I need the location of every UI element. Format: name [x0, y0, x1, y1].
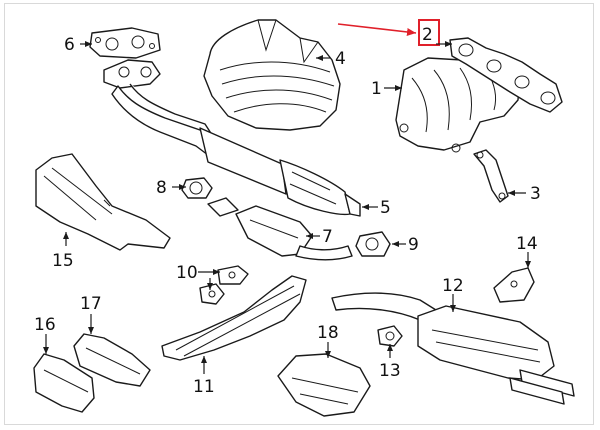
part-12-rear-muffler	[331, 292, 575, 405]
callout-13: 13	[379, 361, 401, 381]
callout-9: 9	[408, 235, 419, 255]
leader-lines	[43, 41, 531, 374]
callout-17: 17	[80, 294, 102, 314]
part-11-heat-shield	[161, 275, 307, 361]
callout-14: 14	[516, 234, 538, 254]
front-pipe-assembly	[103, 59, 221, 159]
part-18-heat-shield	[277, 353, 371, 417]
part-1-manifold	[395, 57, 521, 153]
callout-10: 10	[176, 263, 198, 283]
part-5-converter	[199, 127, 361, 217]
callout-6: 6	[64, 35, 75, 55]
callout-12: 12	[442, 276, 464, 296]
part-4-heat-shield	[203, 19, 341, 131]
callout-labels: 6 2 4 1 3 5 8 7 9 15 10 12 14 17 16 18 1…	[34, 25, 541, 397]
callout-5: 5	[380, 198, 391, 218]
callout-2: 2	[422, 25, 433, 45]
callout-15: 15	[52, 251, 74, 271]
part-3-bracket	[473, 149, 509, 203]
callout-8: 8	[156, 178, 167, 198]
callout-11: 11	[193, 377, 215, 397]
part-7-center-muffler	[207, 197, 353, 261]
callout-18: 18	[317, 323, 339, 343]
highlight-marker	[337, 19, 440, 46]
part-17-heat-shield	[73, 333, 151, 387]
callout-1: 1	[371, 79, 382, 99]
callout-7: 7	[322, 227, 333, 247]
image-frame	[4, 3, 594, 425]
part-2-gasket	[449, 37, 563, 113]
part-15-heat-shield	[35, 153, 171, 251]
callout-4: 4	[335, 49, 346, 69]
callout-3: 3	[530, 184, 541, 204]
callout-16: 16	[34, 315, 56, 335]
part-14-bracket	[493, 267, 535, 303]
part-16-heat-shield	[33, 353, 95, 413]
part-6-gasket	[89, 27, 161, 59]
part-8-clamp	[181, 177, 213, 199]
part-10-hangers	[199, 265, 249, 305]
part-13-clamp	[377, 325, 403, 347]
part-9-clamp	[355, 231, 391, 257]
